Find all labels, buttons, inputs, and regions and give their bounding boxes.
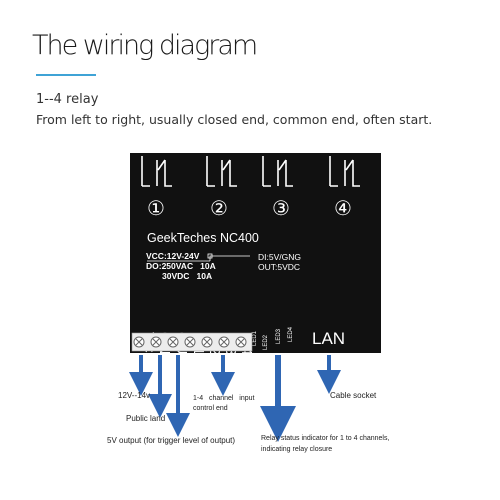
annotation-vcc: 12V--14v xyxy=(118,391,151,400)
di-label: DI:5V/GNG xyxy=(258,252,301,262)
relay-terminal-3 xyxy=(262,156,293,187)
relay-terminal-4 xyxy=(329,156,360,187)
relay-terminal-1 xyxy=(141,156,172,187)
relay-number-2: ② xyxy=(210,196,228,220)
relay-number-4: ④ xyxy=(334,196,352,220)
relay-number-3: ③ xyxy=(272,196,290,220)
screw-vcc xyxy=(133,336,145,348)
relay-number-1: ① xyxy=(147,196,165,220)
led-label-3: LED3 xyxy=(276,328,282,344)
board-model: GeekTeches NC400 xyxy=(147,231,259,245)
annotation-leds-line2: indicating relay closure xyxy=(261,446,333,453)
title-underline xyxy=(36,74,96,76)
annotation-leds-line1: Relay status indicator for 1 to 4 channe… xyxy=(261,435,390,442)
subtitle: 1--4 relay xyxy=(36,92,99,107)
spec-pointer xyxy=(147,253,250,262)
annotation-gnd: Public land xyxy=(126,414,166,423)
led-label-4: LED4 xyxy=(288,326,294,342)
led-label-1: LED1 xyxy=(252,330,258,346)
out-label: OUT:5VDC xyxy=(258,262,300,272)
relay-terminal-2 xyxy=(206,156,237,187)
screw-in1 xyxy=(184,336,196,348)
screw-in2 xyxy=(201,336,213,348)
spec-do: DO:250VAC 10A xyxy=(146,261,216,271)
screw-gnd xyxy=(150,336,162,348)
annotation-lan: Cable socket xyxy=(330,391,377,400)
screw-in4 xyxy=(235,336,247,348)
description: From left to right, usually closed end, … xyxy=(36,112,433,127)
annotation-inputs-line2: control end xyxy=(193,405,228,412)
screw-in3 xyxy=(218,336,230,348)
spec-vcc: VCC:12V-24V xyxy=(146,251,200,261)
spec-dc: 30VDC 10A xyxy=(162,271,212,281)
led-label-2: LED2 xyxy=(263,334,269,350)
screw-out xyxy=(167,336,179,348)
annotation-inputs-line1: 1-4 channel input xyxy=(193,395,255,402)
lan-label: LAN xyxy=(312,329,345,348)
terminal-screws xyxy=(133,336,247,348)
annotation-out: 5V output (for trigger level of output) xyxy=(107,436,236,445)
relay-terminals xyxy=(141,156,360,187)
page-title: The wiring diagram xyxy=(32,30,258,61)
